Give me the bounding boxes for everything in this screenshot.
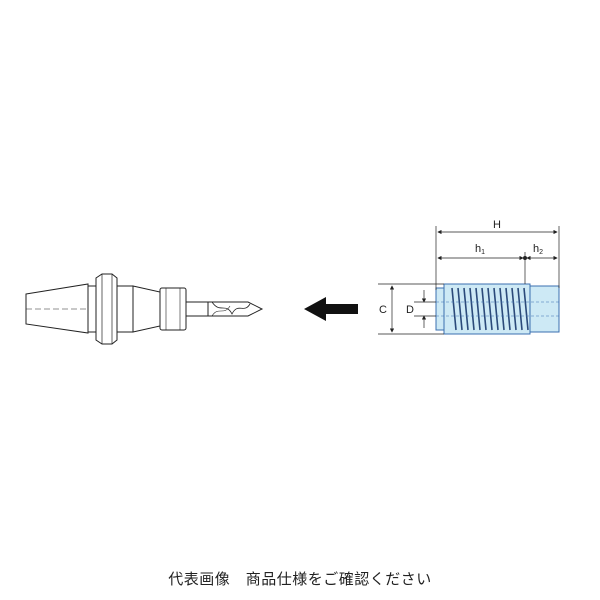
sleeve-thread-line — [475, 287, 481, 331]
collet-nut — [159, 287, 187, 331]
sleeve-thread-line — [511, 287, 517, 331]
insert-direction-arrow — [304, 297, 358, 321]
h2-dimension-point — [523, 256, 527, 260]
sleeve-thread-line — [523, 287, 529, 331]
sleeve-thread-line — [451, 287, 457, 331]
sleeve-thread-line — [487, 287, 493, 331]
drill-shank — [185, 301, 209, 317]
sleeve-thread-line — [493, 287, 499, 331]
taper-shank — [25, 283, 89, 334]
dim-label-C: C — [379, 304, 387, 316]
sleeve-collar — [435, 287, 445, 331]
sleeve-thread-line — [505, 287, 511, 331]
sleeve-thread-line — [457, 287, 463, 331]
sleeve-thread-body — [443, 283, 531, 335]
sleeve-thread-line — [469, 287, 475, 331]
holder-body — [116, 285, 134, 333]
dim-label-h2: h2 — [533, 243, 543, 256]
caption-text: 代表画像 商品仕様をご確認ください — [168, 570, 432, 588]
sleeve-thread-line — [517, 287, 523, 331]
sleeve-thread-line — [499, 287, 505, 331]
dim-label-h1: h1 — [475, 243, 485, 256]
flange-neck — [87, 285, 97, 333]
sleeve-assembly — [435, 283, 560, 335]
flange — [95, 273, 118, 345]
sleeve-thread-line — [481, 287, 487, 331]
dim-label-H: H — [493, 219, 501, 231]
sleeve-head — [529, 285, 560, 333]
tool-holder-assembly — [25, 273, 264, 345]
sleeve-thread-line — [463, 287, 469, 331]
dim-label-D: D — [406, 304, 414, 316]
drill-flute — [207, 301, 264, 317]
